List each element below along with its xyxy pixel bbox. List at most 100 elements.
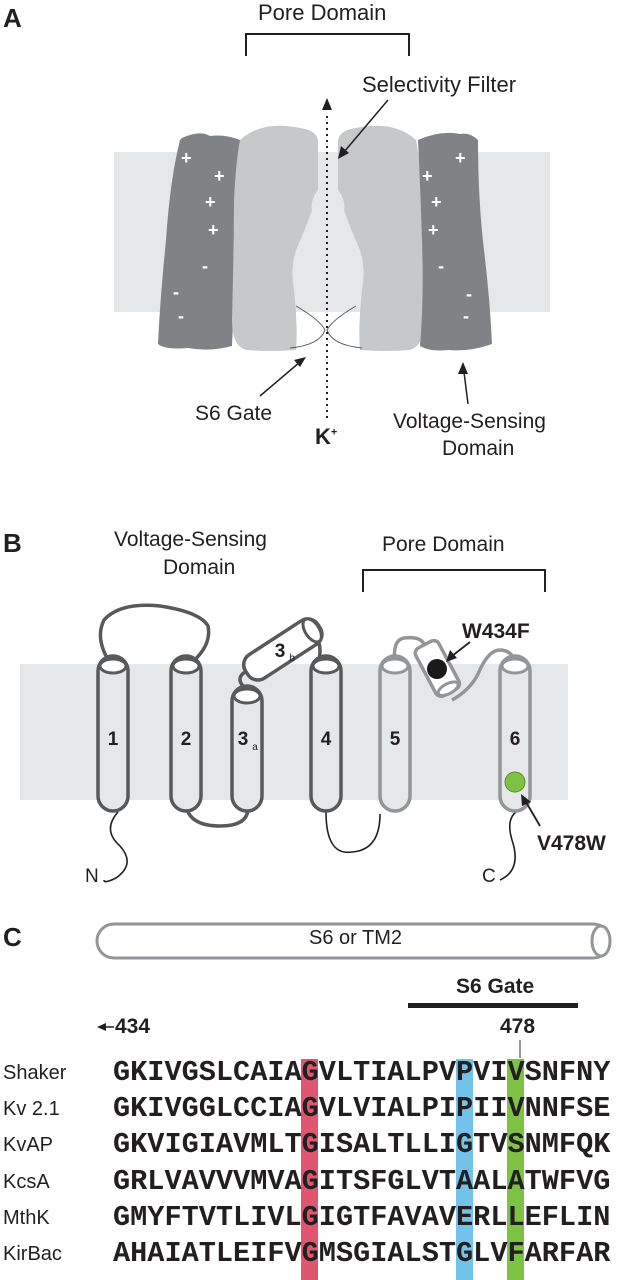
vsd-label-b-line1: Voltage-Sensing (114, 528, 267, 551)
glycine-hinge-highlight (301, 1059, 319, 1280)
residue-478-label: 478 (500, 1015, 536, 1038)
s6-helix-cap (590, 924, 612, 958)
sequence: GKIVGSLCAIAGVLTIALPVPVIVSNFNY (113, 1056, 611, 1089)
species-name: KvAP (3, 1134, 54, 1157)
selectivity-filter-arrowhead (338, 146, 349, 159)
left-s6-gate-loop (289, 305, 326, 349)
v478w-arrowhead (521, 794, 531, 806)
charge: - (438, 256, 444, 276)
sequence: GKIVGGLCCIAGVLVIALPIPIIVNNFSE (113, 1092, 611, 1126)
helix-subscript: b (289, 653, 295, 664)
charge: + (431, 192, 442, 212)
alignment-row: Kv 2.1 GKIVGGLCCIAGVLVIALPIPIIVNNFSE (0, 1094, 620, 1128)
membrane-band-b (20, 664, 568, 800)
pore-domain-bracket-b (362, 569, 546, 592)
pore-domain-label-a: Pore Domain (258, 0, 387, 25)
helix-numbers: 1 2 3 a 4 5 6 3 b (108, 641, 521, 753)
w434f-marker (427, 659, 447, 679)
pore-domain-bracket-a (245, 33, 410, 56)
charge: + (422, 166, 433, 186)
pore-loops (392, 635, 518, 702)
sequence: AHAIATLEIFVGMSGIALSTGLVFARFAR (113, 1237, 611, 1270)
panel-b-label: B (3, 528, 22, 558)
s6-gate-label-c: S6 Gate (456, 975, 535, 998)
selectivity-filter-label: Selectivity Filter (362, 72, 517, 97)
residue-434-label: 434 (115, 1015, 151, 1038)
left-vsd-charges: + + + + - - - (173, 148, 225, 326)
channel-cross-section-diagram: + + + + - - - + + + + - - - (114, 33, 550, 418)
helix-number: 5 (390, 729, 401, 750)
helix-s2 (169, 654, 203, 813)
s6-gate-arrow-a (259, 361, 301, 397)
charge: - (178, 306, 184, 326)
species-name: Shaker (3, 1062, 67, 1084)
vsd-arrowhead-a (458, 362, 468, 374)
right-vsd-charges: + + + + - - - (422, 148, 472, 326)
charge: - (466, 284, 472, 304)
helix-number: 3 (238, 729, 249, 750)
ion-flow-arrowhead (322, 98, 332, 110)
pore-s6-loop (451, 648, 518, 702)
alignment-row: KvAP GKVIGIAVMLTGISALTLLIGTVSNMFQK (0, 1130, 620, 1164)
s6-gate-arrowhead-a (294, 357, 306, 367)
start-arrowhead (97, 1023, 106, 1031)
helix-number: 1 (108, 729, 119, 750)
pore-helix (413, 638, 462, 698)
charge: - (202, 256, 208, 276)
charge: + (181, 148, 192, 168)
n-terminus-label: N (85, 866, 99, 887)
gate-residue-highlight (506, 1059, 524, 1280)
v478w-marker (504, 771, 526, 793)
charge: + (455, 148, 466, 168)
ion-charge: + (330, 426, 338, 439)
species-name: KcsA (3, 1170, 50, 1193)
helix-s3b (242, 617, 324, 682)
pore-domain-label-b: Pore Domain (382, 533, 505, 556)
s2-s3-loop (184, 805, 250, 828)
v478w-arrow (525, 801, 541, 827)
right-voltage-sensor (418, 132, 492, 351)
helix-subscript: a (252, 742, 258, 753)
v478w-label: V478W (537, 832, 606, 855)
selectivity-filter-arrow (343, 99, 389, 153)
sequence: GMYFTVTLIVLGIGTFAVAVERLLEFLIN (113, 1200, 611, 1234)
helix-s3a (230, 684, 264, 813)
s3a-s3b-link (238, 670, 247, 688)
left-voltage-sensor (158, 133, 240, 350)
sequence: GRLVAVVVMVAGITSFGLVTAALATWFVG (113, 1164, 611, 1198)
vsd-label-a-line2: Domain (442, 437, 515, 460)
termini-and-linkers (103, 811, 517, 883)
helix-number: 3 (275, 641, 286, 662)
helix-number: 4 (321, 729, 332, 750)
s3b-s4-link (290, 625, 322, 665)
sequence: GKVIGIAVMLTGISALTLLIGTVSNMFQK (113, 1128, 611, 1162)
helix-s4 (309, 654, 343, 813)
w434f-arrowhead (446, 650, 457, 662)
pvp-motif-highlight (455, 1059, 473, 1280)
vsd-label-a-line1: Voltage-Sensing (393, 410, 546, 433)
w434f-label: W434F (462, 620, 530, 643)
vsd-arrow-a (463, 371, 469, 405)
charge: + (205, 192, 216, 212)
helix-s5 (378, 654, 412, 813)
charge: - (463, 306, 469, 326)
n-terminal-tail (103, 811, 128, 883)
helix-s1 (96, 654, 130, 813)
charge: + (214, 166, 225, 186)
charge: - (173, 282, 179, 302)
alignment-row: KirBac AHAIATLEIFVGMSGIALSTGLVFARFAR (0, 1239, 620, 1273)
right-pore-subunit (338, 125, 424, 351)
right-s6-gate-loop (326, 305, 363, 349)
helix-number: 2 (181, 729, 192, 750)
s5-pore-loop (392, 635, 426, 665)
left-pore-subunit (232, 125, 318, 351)
species-name: KirBac (3, 1243, 62, 1265)
helix-s6 (498, 654, 532, 813)
panel-a-label: A (3, 3, 22, 33)
s6-gate-label-a: S6 Gate (195, 402, 273, 425)
s6-helix-label: S6 or TM2 (309, 927, 402, 949)
c-terminal-tail (499, 811, 517, 881)
species-name: Kv 2.1 (3, 1098, 60, 1121)
alignment-row: KcsA GRLVAVVVMVAGITSFGLVTAALATWFVG (0, 1166, 620, 1201)
